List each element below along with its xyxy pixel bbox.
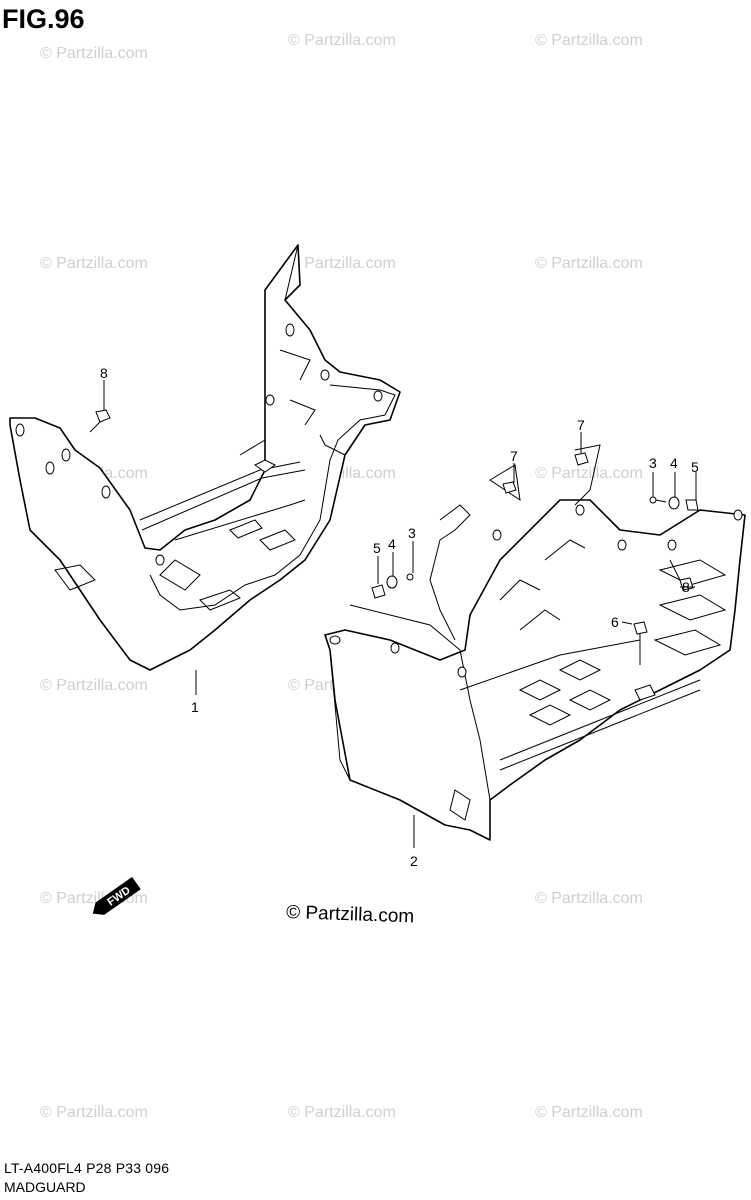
watermark: © Partzilla.com	[535, 32, 643, 49]
diagram-name: MADGUARD	[4, 1179, 86, 1195]
callout-4-right: 4	[670, 455, 678, 471]
watermark: © Partzilla.com	[535, 890, 643, 907]
watermark: © Partzilla.com	[288, 1104, 396, 1121]
callout-8-right: 8	[682, 579, 690, 595]
watermark: © Partzilla.com	[40, 1104, 148, 1121]
part-1-madguard-left	[9, 244, 401, 671]
watermark: © Partzilla.com	[288, 32, 396, 49]
callout-5-right: 5	[691, 459, 699, 475]
figure-title: FIG.96	[2, 4, 85, 34]
callout-3-left: 3	[408, 525, 416, 541]
watermark: © Partzilla.com	[535, 1104, 643, 1121]
callout-7-left: 7	[510, 448, 518, 464]
watermark: © Partzilla.com	[288, 255, 396, 272]
fasteners	[89, 409, 699, 665]
leader-lines	[103, 380, 697, 848]
callouts: 1 2 8 7 7 3 4 5 8 6 5 4 3	[100, 365, 699, 869]
callout-6: 6	[611, 614, 619, 630]
watermark: © Partzilla.com	[40, 677, 148, 694]
callout-7-right: 7	[577, 417, 585, 433]
callout-1: 1	[191, 699, 199, 715]
callout-4-left: 4	[388, 536, 396, 552]
watermark: © Partzilla.com	[535, 465, 643, 482]
watermark: © Partzilla.com	[40, 255, 148, 272]
copyright-text: © Partzilla.com	[286, 902, 415, 927]
callout-2: 2	[410, 853, 418, 869]
part-2-madguard-right	[324, 444, 746, 841]
callout-5-left: 5	[373, 540, 381, 556]
callout-3-right: 3	[649, 455, 657, 471]
watermark: © Partzilla.com	[535, 255, 643, 272]
callout-8-left: 8	[100, 365, 108, 381]
diagram-code: LT-A400FL4 P28 P33 096	[4, 1160, 170, 1176]
watermark: © Partzilla.com	[40, 45, 148, 62]
